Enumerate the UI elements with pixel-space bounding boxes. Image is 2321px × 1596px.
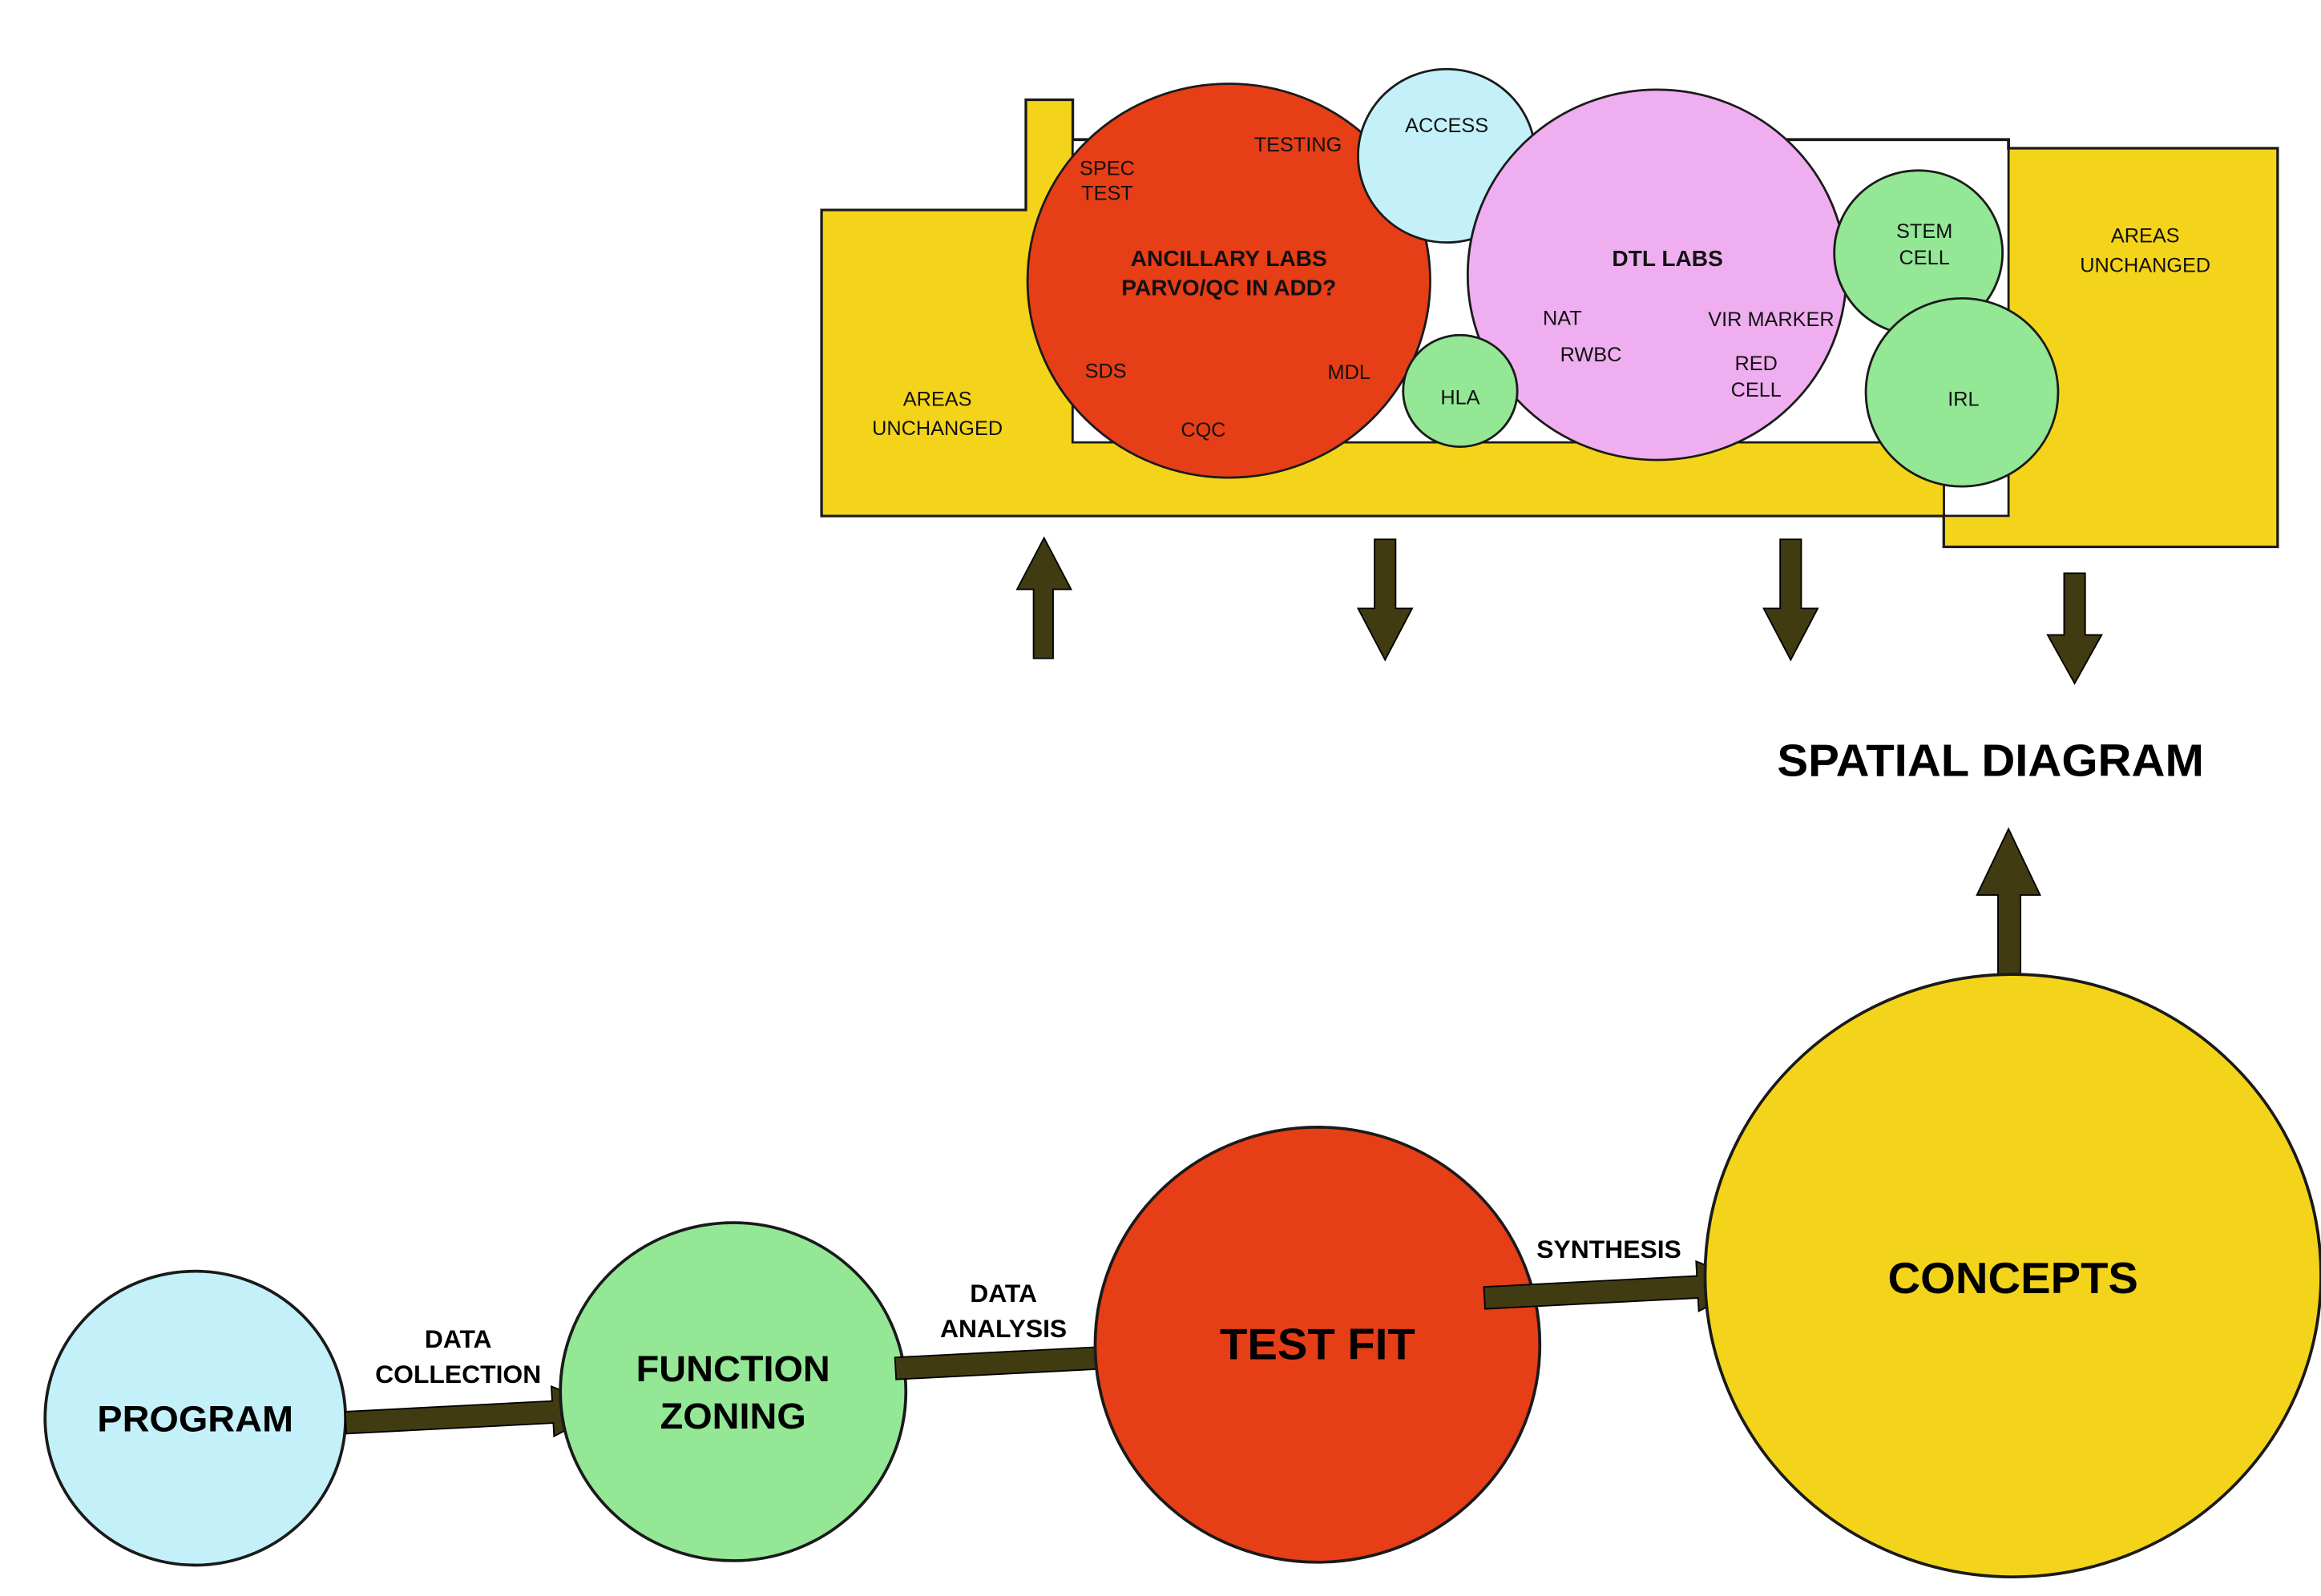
label-red-cell-line2: CELL <box>1731 379 1782 401</box>
process-step-concepts <box>1703 973 2321 1578</box>
label-spec-test-line2: TEST <box>1081 183 1133 205</box>
process-step-concepts-label: CONCEPTS <box>1888 1254 2138 1303</box>
label-vir-marker: VIR MARKER <box>1708 308 1834 331</box>
label-testing: TESTING <box>1254 134 1342 156</box>
process-arrow-2-label-line2: ANALYSIS <box>940 1314 1067 1343</box>
bubble-irl-label: IRL <box>1948 388 1979 410</box>
process-arrow-1-label-line2: COLLECTION <box>375 1360 541 1388</box>
arrow-down-icon-1 <box>1356 538 1414 662</box>
label-spec-test-line1: SPEC <box>1080 158 1135 180</box>
label-sds: SDS <box>1085 361 1127 383</box>
label-nat: NAT <box>1543 308 1582 330</box>
bubble-dtl-label: DTL LABS <box>1612 246 1722 271</box>
process-step-program-label: PROGRAM <box>97 1398 293 1439</box>
process-arrow-2-label-line1: DATA <box>970 1279 1037 1308</box>
label-areas-unchanged-left-line2: UNCHANGED <box>872 417 1003 440</box>
label-areas-unchanged-right-line1: AREAS <box>2111 225 2180 248</box>
bubble-irl <box>1864 296 2060 488</box>
label-areas-unchanged-left-line1: AREAS <box>903 388 972 410</box>
process-step-function-zoning <box>559 1221 908 1562</box>
bubble-ancillary-label-line2: PARVO/QC IN ADD? <box>1121 276 1336 300</box>
process-arrow-3-label: SYNTHESIS <box>1536 1235 1681 1264</box>
arrow-down-icon-3 <box>2046 572 2103 685</box>
bubble-dtl-labs <box>1466 88 1848 461</box>
bubble-ancillary-label-line1: ANCILLARY LABS <box>1131 246 1327 271</box>
page-title: SPATIAL DIAGRAM <box>1777 736 2203 786</box>
bubble-hla <box>1402 333 1519 448</box>
arrow-up-icon <box>1015 536 1073 659</box>
process-step-test-fit-label: TEST FIT <box>1220 1320 1415 1368</box>
process-step-function-zoning-label-line2: ZONING <box>660 1395 806 1436</box>
label-mdl: MDL <box>1328 361 1370 384</box>
bubble-stem-label-line1: STEM <box>1896 220 1952 243</box>
arrow-down-icon-2 <box>1762 538 1819 662</box>
bubble-stem-label-line2: CELL <box>1899 247 1950 269</box>
bubble-ancillary-labs <box>1026 83 1431 479</box>
label-rwbc: RWBC <box>1560 344 1622 366</box>
label-cqc: CQC <box>1181 419 1225 441</box>
bubble-hla-label: HLA <box>1440 387 1480 409</box>
label-red-cell-line1: RED <box>1735 353 1778 375</box>
process-arrow-1-label-line1: DATA <box>425 1324 492 1353</box>
label-areas-unchanged-right-line2: UNCHANGED <box>2080 255 2210 277</box>
process-step-function-zoning-label-line1: FUNCTION <box>636 1348 830 1389</box>
bubble-access-label: ACCESS <box>1405 115 1488 137</box>
process-step-test-fit <box>1093 1126 1542 1564</box>
